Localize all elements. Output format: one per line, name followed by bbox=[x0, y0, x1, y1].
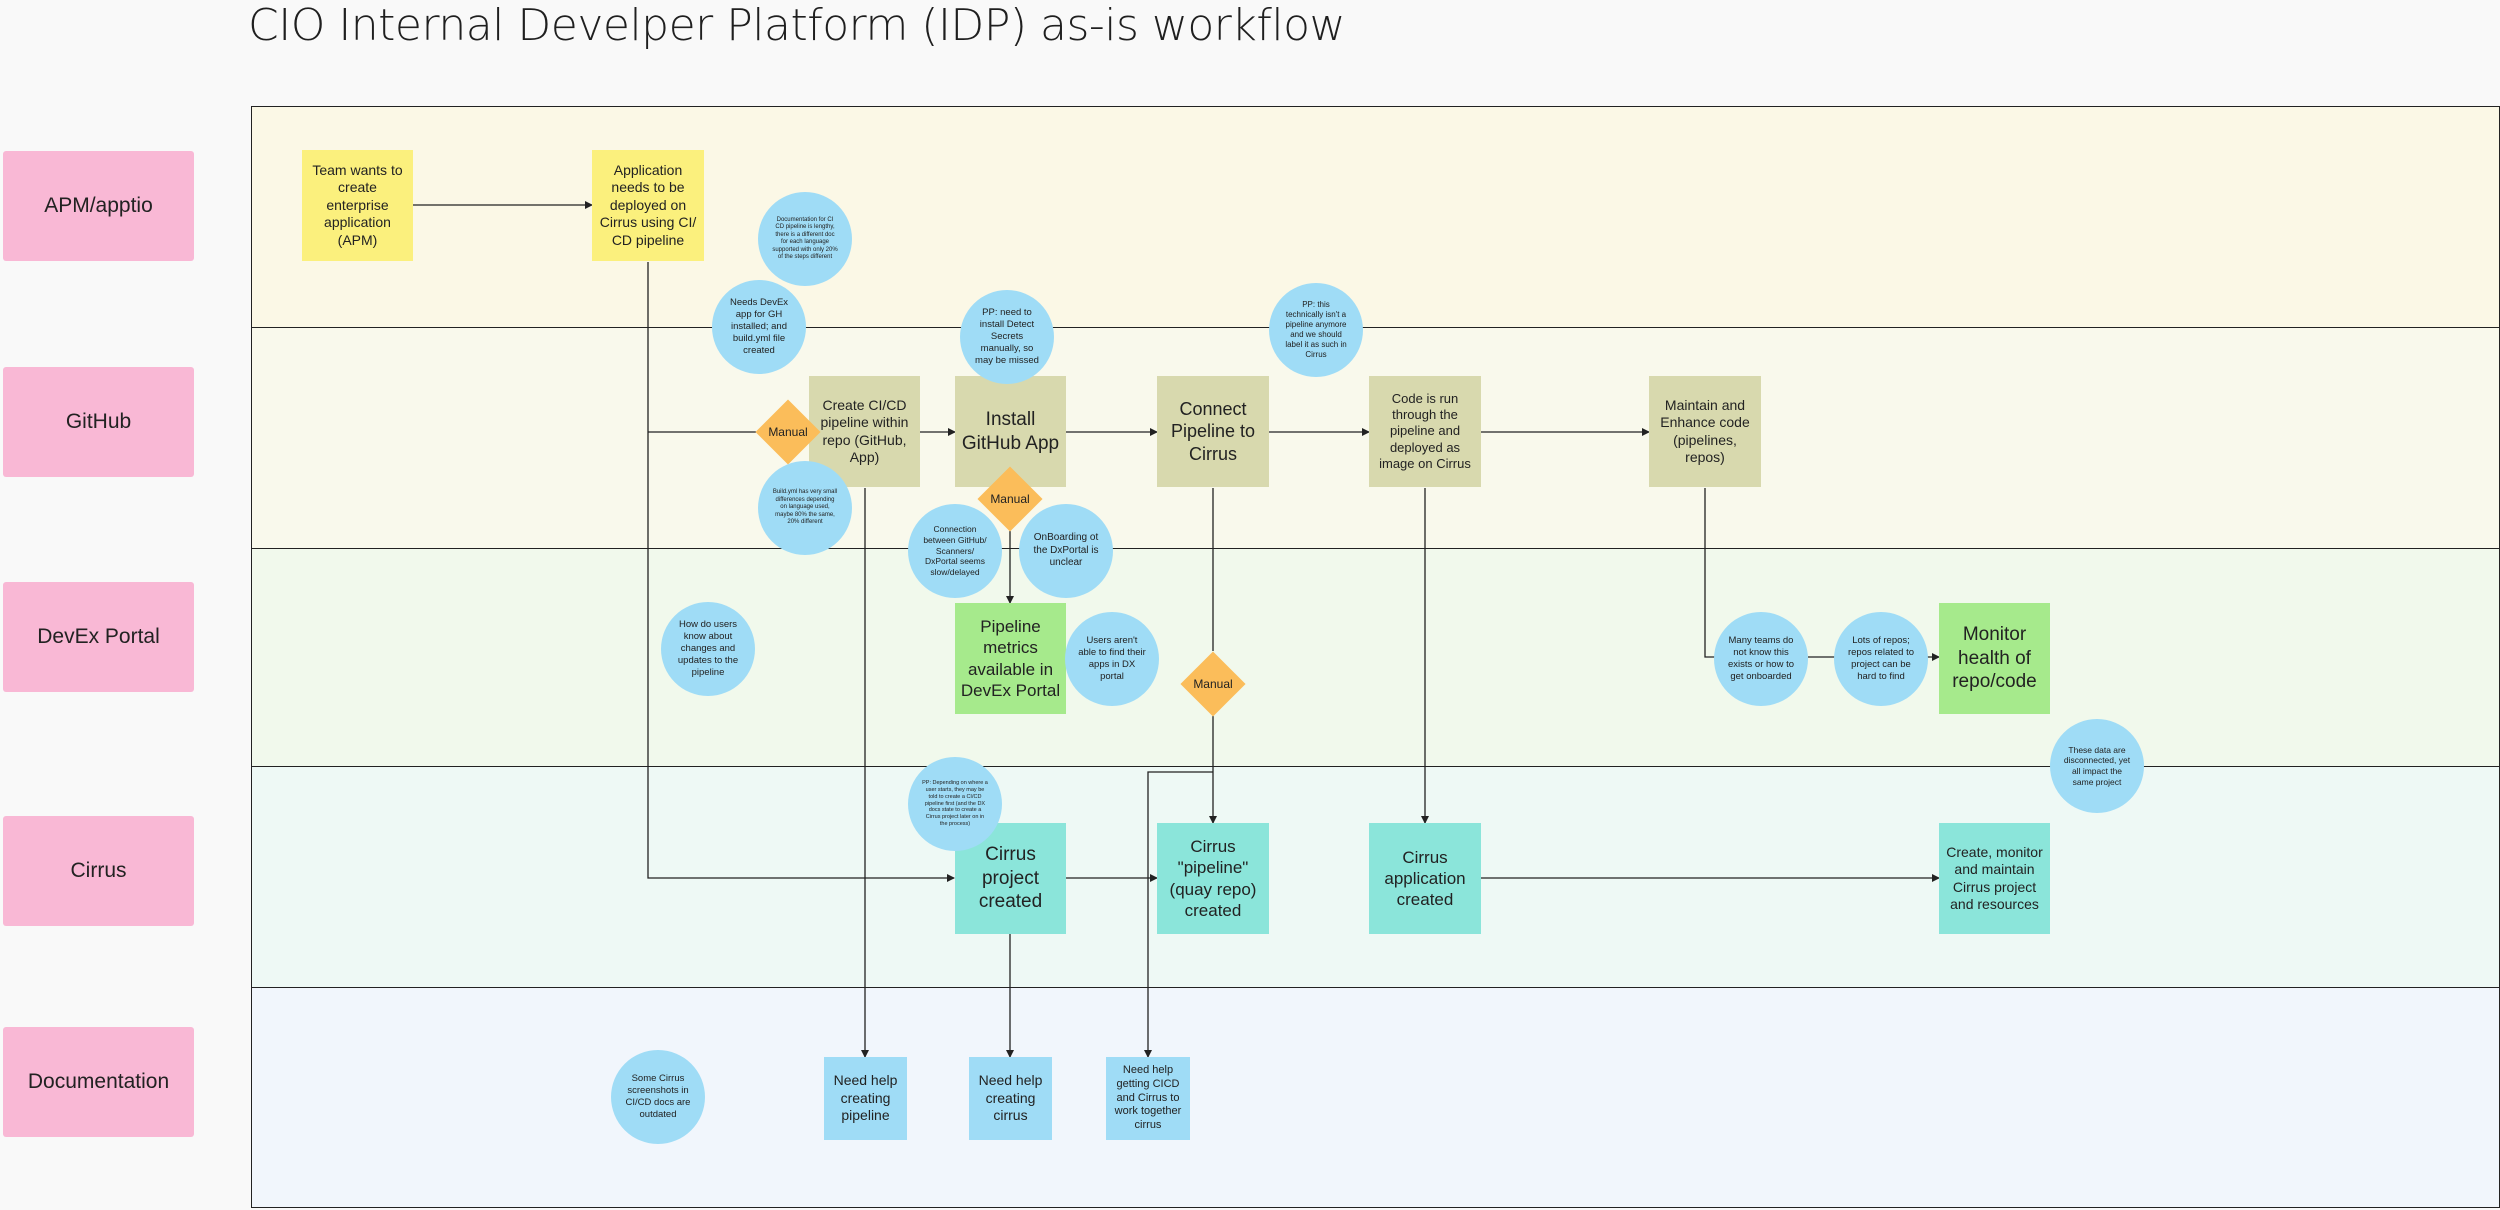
note-pp-technically[interactable]: PP: this technically isn't a pipeline an… bbox=[1269, 283, 1363, 377]
lane-label-cirrus: Cirrus bbox=[3, 816, 194, 926]
note-build-yml[interactable]: Build.yml has very small differences dep… bbox=[758, 461, 852, 555]
note-how-users-know[interactable]: How do users know about changes and upda… bbox=[661, 602, 755, 696]
sticky-help-cirrus[interactable]: Need help creating cirrus bbox=[969, 1057, 1052, 1140]
sticky-cirrus-application[interactable]: Cirrus application created bbox=[1369, 823, 1481, 934]
note-onboarding-unclear[interactable]: OnBoarding ot the DxPortal is unclear bbox=[1019, 504, 1113, 598]
lane-divider bbox=[252, 987, 2500, 988]
sticky-app-needs-deploy[interactable]: Application needs to be deployed on Cirr… bbox=[592, 150, 704, 261]
note-screenshots-outdated[interactable]: Some Cirrus screenshots in CI/CD docs ar… bbox=[611, 1050, 705, 1144]
sticky-help-cicd-cirrus[interactable]: Need help getting CICD and Cirrus to wor… bbox=[1106, 1057, 1190, 1140]
decision-label: Manual bbox=[768, 425, 808, 439]
note-doc-lengthy[interactable]: Documentation for CI CD pipeline is leng… bbox=[758, 192, 852, 286]
sticky-maintain-code[interactable]: Maintain and Enhance code (pipelines, re… bbox=[1649, 376, 1761, 487]
sticky-monitor-health[interactable]: Monitor health of repo/code bbox=[1939, 603, 2050, 714]
note-pp-depending[interactable]: PP: Depending on where a user starts, th… bbox=[908, 757, 1002, 851]
decision-manual[interactable]: Manual bbox=[977, 466, 1043, 532]
sticky-cirrus-pipeline[interactable]: Cirrus "pipeline" (quay repo) created bbox=[1157, 823, 1269, 934]
note-connection-slow[interactable]: Connection between GitHub/ Scanners/ DxP… bbox=[908, 504, 1002, 598]
sticky-team-wants-app[interactable]: Team wants to create enterprise applicat… bbox=[302, 150, 413, 261]
decision-label: Manual bbox=[990, 492, 1030, 506]
lane-divider bbox=[252, 548, 2500, 549]
connector bbox=[647, 262, 955, 882]
note-many-teams[interactable]: Many teams do not know this exists or ho… bbox=[1714, 612, 1808, 706]
note-needs-devex[interactable]: Needs DevEx app for GH installed; and bu… bbox=[712, 280, 806, 374]
sticky-help-pipeline[interactable]: Need help creating pipeline bbox=[824, 1057, 907, 1140]
lane-label-docs: Documentation bbox=[3, 1027, 194, 1137]
note-pp-detect-secrets[interactable]: PP: need to install Detect Secrets manua… bbox=[960, 290, 1054, 384]
lane-label-github: GitHub bbox=[3, 367, 194, 477]
decision-manual[interactable]: Manual bbox=[1180, 651, 1246, 717]
lane-divider bbox=[252, 766, 2500, 767]
lane-label-devex: DevEx Portal bbox=[3, 582, 194, 692]
decision-label: Manual bbox=[1193, 677, 1233, 691]
note-lots-of-repos[interactable]: Lots of repos; repos related to project … bbox=[1834, 612, 1928, 706]
lane-divider bbox=[252, 327, 2500, 328]
sticky-connect-pipeline[interactable]: Connect Pipeline to Cirrus bbox=[1157, 376, 1269, 487]
note-users-cant-find[interactable]: Users aren't able to find their apps in … bbox=[1065, 612, 1159, 706]
connector bbox=[1144, 771, 1213, 1058]
sticky-create-monitor-maintain[interactable]: Create, monitor and maintain Cirrus proj… bbox=[1939, 823, 2050, 934]
page-title: CIO Internal Develper Platform (IDP) as-… bbox=[248, 0, 1346, 51]
connector bbox=[1704, 488, 1720, 658]
decision-manual[interactable]: Manual bbox=[755, 399, 821, 465]
sticky-pipeline-metrics[interactable]: Pipeline metrics available in DevEx Port… bbox=[955, 603, 1066, 714]
lane-label-apm: APM/apptio bbox=[3, 151, 194, 261]
sticky-code-run-pipeline[interactable]: Code is run through the pipeline and dep… bbox=[1369, 376, 1481, 487]
note-data-disconnected[interactable]: These data are disconnected, yet all imp… bbox=[2050, 719, 2144, 813]
